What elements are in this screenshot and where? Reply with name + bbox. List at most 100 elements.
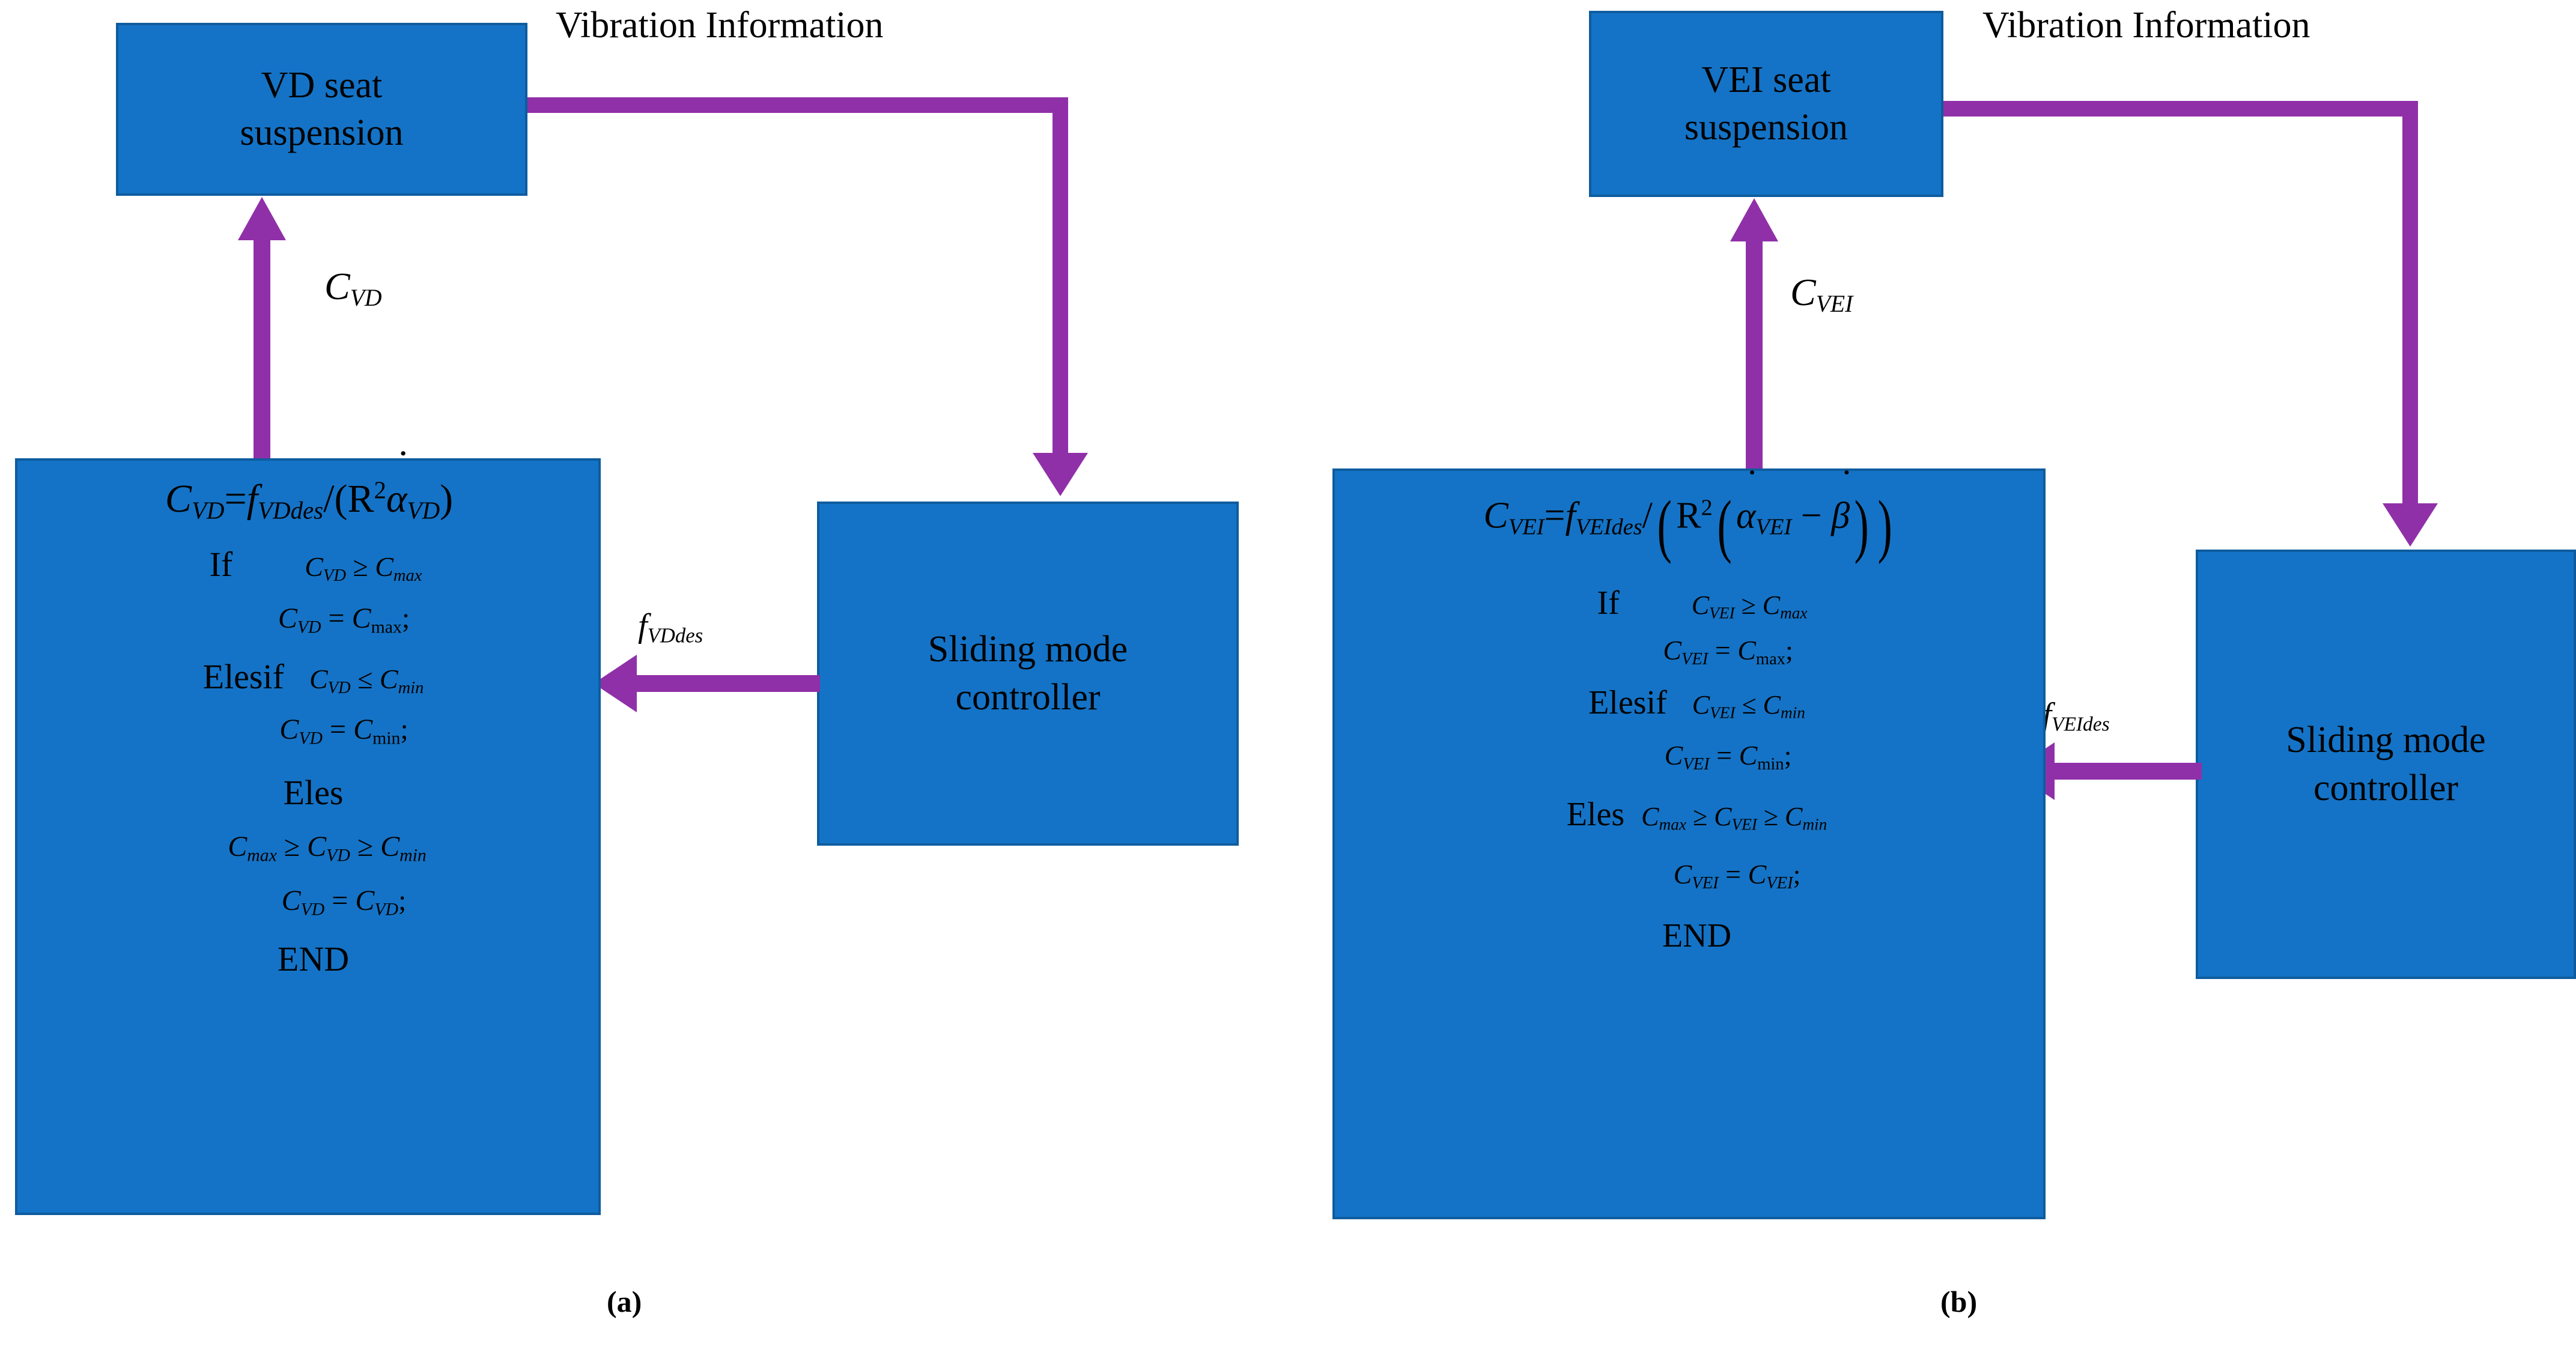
m6-b-eq: = — [1725, 858, 1742, 890]
m3-b-le: ≤ — [1742, 690, 1757, 720]
l5-a-Csub: VD — [326, 845, 350, 865]
kw-b-if: If — [1597, 584, 1620, 622]
feedback-arrow-a-horizontal — [527, 97, 1068, 113]
algorithm-b-line-end: END — [1662, 917, 1732, 955]
feedback-label-a: Vibration Information — [556, 5, 884, 46]
m6-b-Csub2: VEI — [1766, 873, 1793, 893]
l3-a-C: C — [309, 663, 328, 694]
l2-a-eq: = — [328, 602, 345, 635]
feedback-arrow-a-head — [1033, 453, 1088, 496]
eq-a-f: f — [246, 477, 258, 521]
force-label-a-sub: VDdes — [647, 623, 703, 647]
l4-a-eq: = — [329, 714, 347, 746]
algorithm-a-line-else: Eles — [283, 772, 344, 812]
l3-a-C2: C — [379, 663, 398, 694]
l6-a-Csub: VD — [300, 899, 325, 920]
feedback-arrow-a-vertical — [1053, 97, 1068, 453]
l1-a-Csub: VD — [323, 566, 346, 585]
plant-box-b[interactable]: VEI seat suspension — [1589, 11, 1943, 197]
eq-a-Csub: VD — [191, 497, 225, 524]
algorithm-a-line-range: Cmax ≥ CVD ≥ Cmin — [64, 828, 590, 867]
eq-a-fsub: VDdes — [258, 497, 324, 524]
m6-b-semi: ; — [1793, 858, 1801, 890]
force-label-b-sub: VEIdes — [2052, 713, 2110, 736]
gain-label-a-base: C — [324, 265, 350, 308]
m1-b-Csub: VEI — [1709, 604, 1735, 622]
algorithm-b-line-assign-max: CVEI = Cmax; — [1420, 633, 2036, 670]
plant-box-a-line2: suspension — [240, 112, 404, 153]
controller-box-b[interactable]: Sliding mode controller — [2196, 550, 2576, 979]
algorithm-a-equation: CVD=fVDdes/(R2αVD) — [28, 444, 590, 527]
l2-a-semi: ; — [401, 602, 410, 635]
panel-caption-a: (a) — [607, 1285, 642, 1318]
gain-label-b-sub: VEI — [1815, 291, 1853, 318]
eq-a-slash: / — [323, 477, 335, 521]
l2-a-C2: C — [351, 602, 371, 635]
m6-b-C: C — [1673, 858, 1692, 890]
m5-b-Csub: VEI — [1731, 815, 1757, 834]
gain-arrow-b-head — [1730, 198, 1778, 241]
algorithm-b-line-assign-self: CVEI = CVEI; — [1438, 857, 2036, 894]
l6-a-Csub2: VD — [374, 899, 399, 920]
algorithm-a-line-assign-self: CVD = CVD; — [98, 882, 590, 921]
l1-a-ge: ≥ — [353, 551, 368, 582]
l6-a-C2: C — [355, 885, 375, 917]
m5-b-min: min — [1802, 815, 1827, 834]
algorithm-a-line-assign-max: CVD = Cmax; — [98, 600, 590, 638]
l6-a-C: C — [281, 885, 301, 917]
force-arrow-a-head — [594, 655, 637, 712]
m1-b-ge: ≥ — [1741, 590, 1756, 620]
controller-box-b-line1: Sliding mode — [2286, 720, 2486, 761]
m4-b-eq: = — [1716, 739, 1733, 771]
m4-b-Csub: VEI — [1683, 754, 1710, 774]
gain-label-a: CVD — [324, 264, 382, 312]
l5-a-min: min — [399, 845, 427, 865]
l6-a-eq: = — [332, 885, 348, 917]
plant-box-b-line2: suspension — [1684, 107, 1848, 148]
eq-a-alpha: α — [386, 477, 407, 521]
algorithm-b-line-assign-min: CVEI = Cmin; — [1420, 738, 2036, 775]
algorithm-a-line-assign-min: CVD = Cmin; — [98, 711, 590, 750]
m4-b-semi: ; — [1784, 739, 1792, 771]
eq-b-Csub: VEI — [1508, 514, 1545, 540]
eq-b-exp: 2 — [1701, 495, 1713, 521]
gain-label-b-base: C — [1790, 271, 1816, 314]
m3-b-min: min — [1780, 703, 1805, 722]
m5-b-ge1: ≥ — [1692, 802, 1708, 832]
controller-box-a[interactable]: Sliding mode controller — [817, 502, 1239, 846]
eq-a-alphasub: VD — [407, 497, 440, 524]
gain-arrow-a-head — [238, 197, 286, 240]
m6-b-C2: C — [1748, 858, 1767, 890]
controller-box-b-line2: controller — [2313, 767, 2458, 808]
eq-b-equals: = — [1544, 495, 1566, 536]
l5-a-C2: C — [307, 830, 327, 862]
feedback-arrow-b-horizontal — [1943, 101, 2418, 117]
m4-b-C: C — [1664, 739, 1683, 771]
m5-b-max: max — [1659, 815, 1686, 834]
m5-b-C3: C — [1785, 802, 1803, 832]
m6-b-Csub: VEI — [1692, 873, 1719, 893]
m1-b-max: max — [1780, 604, 1808, 622]
l3-a-le: ≤ — [357, 663, 373, 694]
m2-b-Csub: VEI — [1681, 650, 1709, 669]
force-label-a-base: f — [638, 607, 648, 644]
l1-a-max: max — [393, 566, 422, 585]
m1-b-C2: C — [1762, 590, 1781, 620]
l6-a-semi: ; — [398, 885, 407, 917]
eq-b-f: f — [1565, 495, 1576, 536]
algorithm-a-line-end: END — [277, 939, 350, 978]
l3-a-Csub: VD — [327, 678, 351, 697]
plant-box-a[interactable]: VD seat suspension — [116, 23, 527, 196]
plant-box-a-line1: VD seat — [261, 64, 383, 106]
m5-b-ge2: ≥ — [1763, 802, 1778, 832]
l1-a-C2: C — [375, 551, 393, 582]
eq-b-minus: − — [1800, 495, 1822, 536]
m5-b-C2: C — [1714, 802, 1732, 832]
kw-a-elseif: Elesif — [202, 656, 284, 696]
